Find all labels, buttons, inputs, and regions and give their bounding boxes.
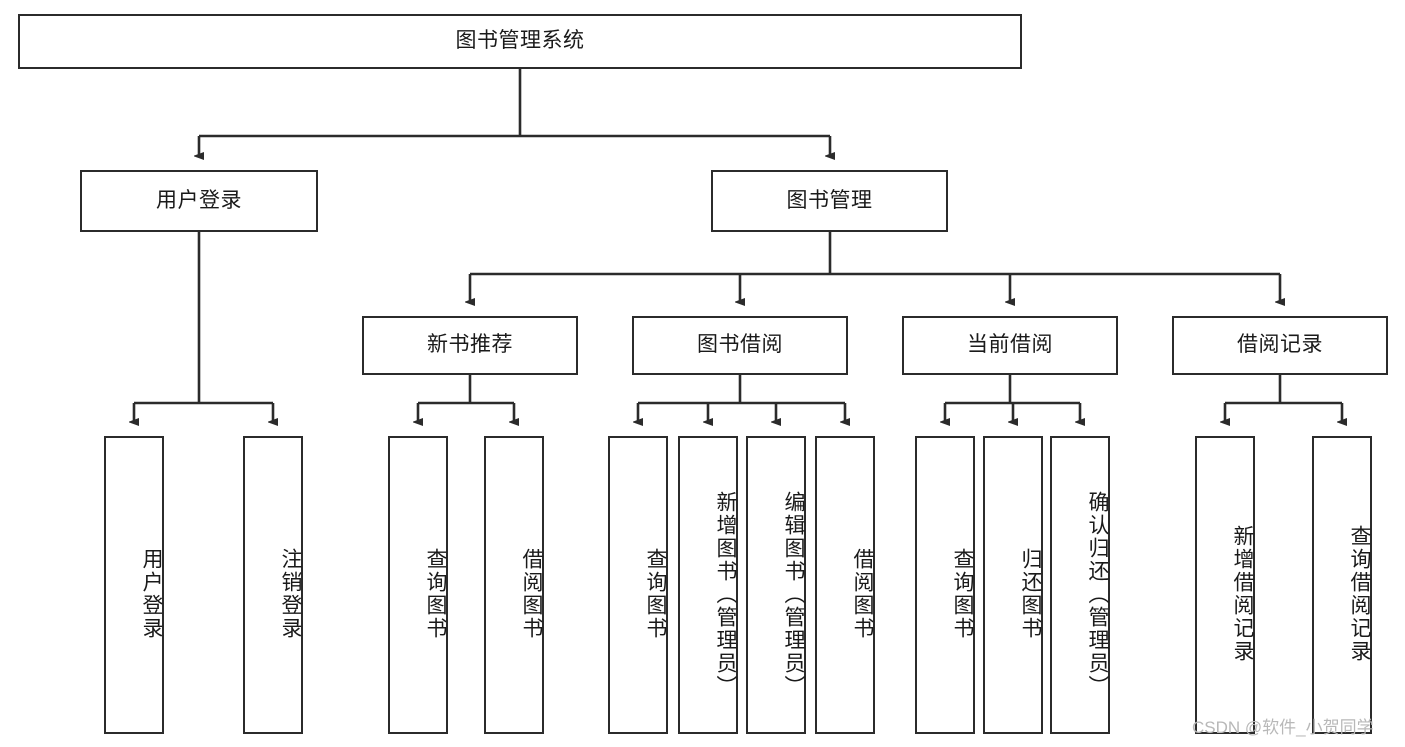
node-leaf-return-book[interactable]: 归还图书 — [983, 436, 1043, 734]
node-leaf-edit-book[interactable]: 编辑图书（管理员） — [746, 436, 806, 734]
node-book-manage-label: 图书管理 — [786, 188, 873, 212]
node-leaf-query-book-current[interactable]: 查询图书 — [915, 436, 975, 734]
node-leaf-query-book-recommend-label: 查询图书 — [424, 548, 447, 640]
node-leaf-logout[interactable]: 注销登录 — [243, 436, 303, 734]
node-leaf-borrow-book-recommend-label: 借阅图书 — [520, 548, 543, 640]
node-book-borrow-label: 图书借阅 — [697, 333, 783, 357]
node-leaf-add-borrow-record-label: 新增借阅记录 — [1231, 525, 1254, 663]
node-leaf-borrow-book-label: 借阅图书 — [851, 548, 874, 640]
node-current-borrow[interactable]: 当前借阅 — [902, 316, 1118, 375]
node-book-borrow[interactable]: 图书借阅 — [632, 316, 848, 375]
node-book-manage[interactable]: 图书管理 — [711, 170, 948, 232]
node-leaf-query-book-borrow[interactable]: 查询图书 — [608, 436, 668, 734]
node-leaf-user-login-label: 用户登录 — [140, 548, 163, 640]
node-borrow-record-label: 借阅记录 — [1237, 333, 1323, 357]
watermark-text: CSDN @软件_小贺同学 — [1192, 718, 1374, 737]
node-leaf-add-book[interactable]: 新增图书（管理员） — [678, 436, 738, 734]
node-user-login-label: 用户登录 — [156, 188, 242, 212]
node-leaf-query-book-recommend[interactable]: 查询图书 — [388, 436, 448, 734]
node-leaf-confirm-return-label: 确认归还（管理员） — [1086, 490, 1109, 698]
node-leaf-confirm-return[interactable]: 确认归还（管理员） — [1050, 436, 1110, 734]
node-root-label: 图书管理系统 — [455, 29, 585, 53]
node-leaf-return-book-label: 归还图书 — [1019, 548, 1042, 640]
node-leaf-query-book-borrow-label: 查询图书 — [644, 548, 667, 640]
node-current-borrow-label: 当前借阅 — [967, 333, 1053, 357]
node-leaf-user-login[interactable]: 用户登录 — [104, 436, 164, 734]
node-leaf-logout-label: 注销登录 — [279, 548, 302, 640]
node-root[interactable]: 图书管理系统 — [18, 14, 1022, 69]
node-leaf-query-book-current-label: 查询图书 — [951, 548, 974, 640]
node-leaf-add-book-label: 新增图书（管理员） — [714, 490, 737, 698]
node-new-book-recommend[interactable]: 新书推荐 — [362, 316, 578, 375]
node-leaf-query-borrow-record[interactable]: 查询借阅记录 — [1312, 436, 1372, 734]
node-new-book-recommend-label: 新书推荐 — [427, 333, 513, 357]
node-leaf-borrow-book-recommend[interactable]: 借阅图书 — [484, 436, 544, 734]
node-leaf-borrow-book[interactable]: 借阅图书 — [815, 436, 875, 734]
node-user-login[interactable]: 用户登录 — [80, 170, 318, 232]
node-leaf-query-borrow-record-label: 查询借阅记录 — [1348, 525, 1371, 663]
node-leaf-edit-book-label: 编辑图书（管理员） — [782, 490, 805, 698]
node-leaf-add-borrow-record[interactable]: 新增借阅记录 — [1195, 436, 1255, 734]
node-borrow-record[interactable]: 借阅记录 — [1172, 316, 1388, 375]
